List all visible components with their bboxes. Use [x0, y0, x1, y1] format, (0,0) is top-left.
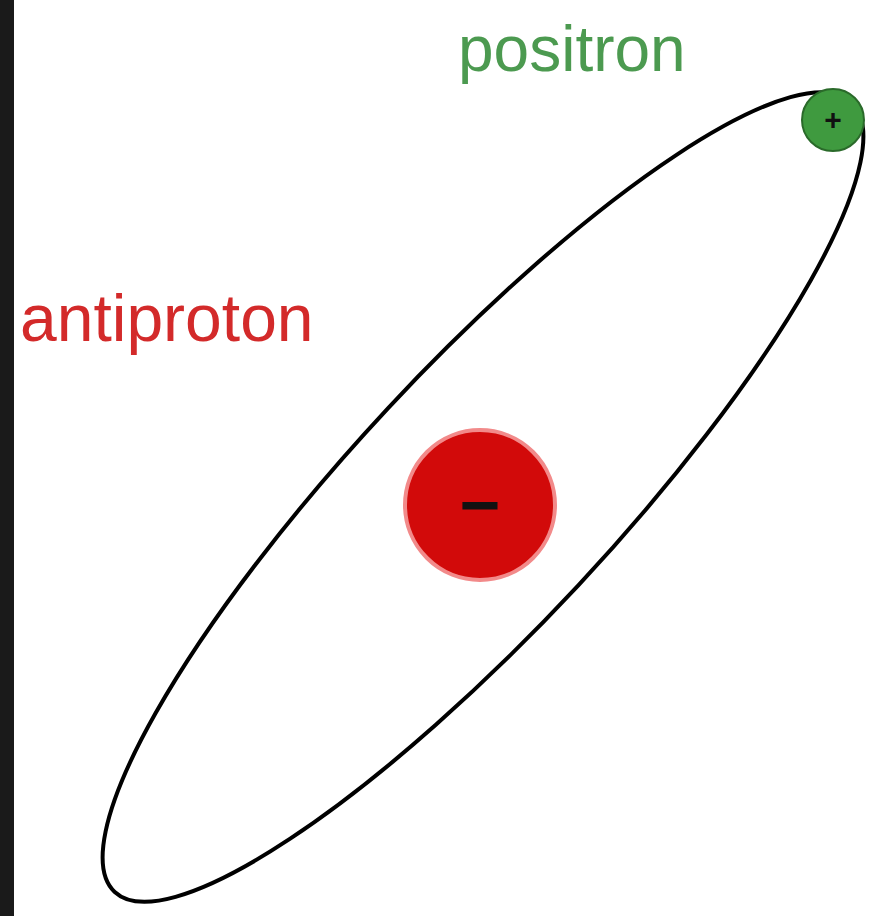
charge-sign: −	[460, 470, 501, 540]
antiproton-particle: −	[401, 426, 559, 584]
particle-name: positron	[458, 14, 686, 84]
positron-particle: +	[800, 87, 866, 153]
orbit-ellipse	[20, 13, 875, 916]
particle-name: antiproton	[20, 282, 314, 355]
particle-circle	[405, 430, 555, 580]
charge-sign: +	[824, 105, 842, 135]
particle-circle	[802, 89, 864, 151]
